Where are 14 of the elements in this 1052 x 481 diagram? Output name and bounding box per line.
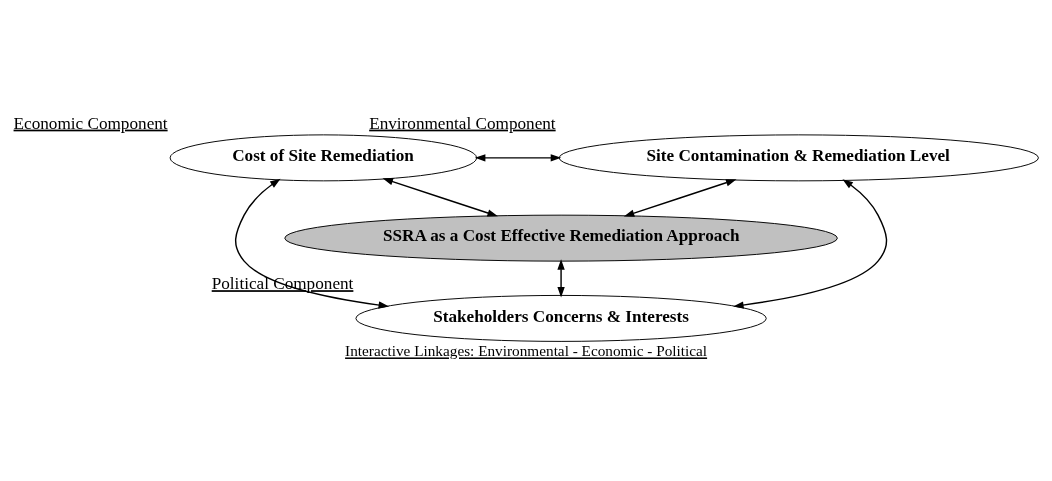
node-label: Political Component [211, 273, 354, 293]
node-ellipse: Site Contamination & Remediation Level [558, 133, 1039, 181]
caption: Interactive Linkages: Environmental - Economic - Political [345, 341, 708, 359]
arrow [557, 258, 565, 298]
node-label: Environmental Component [369, 113, 556, 133]
node-ellipse: Stakeholders Concerns & Interests [355, 294, 767, 342]
node-label: Economic Component [13, 113, 168, 133]
arrow [474, 153, 562, 162]
arrow [623, 178, 737, 217]
arrow [733, 178, 888, 309]
node-ellipse: SSRA as a Cost Effective Remediation Approach [284, 214, 838, 262]
node-ellipse: Cost of Site Remediation [169, 133, 478, 181]
arrow [235, 178, 390, 309]
arrow [382, 177, 498, 217]
